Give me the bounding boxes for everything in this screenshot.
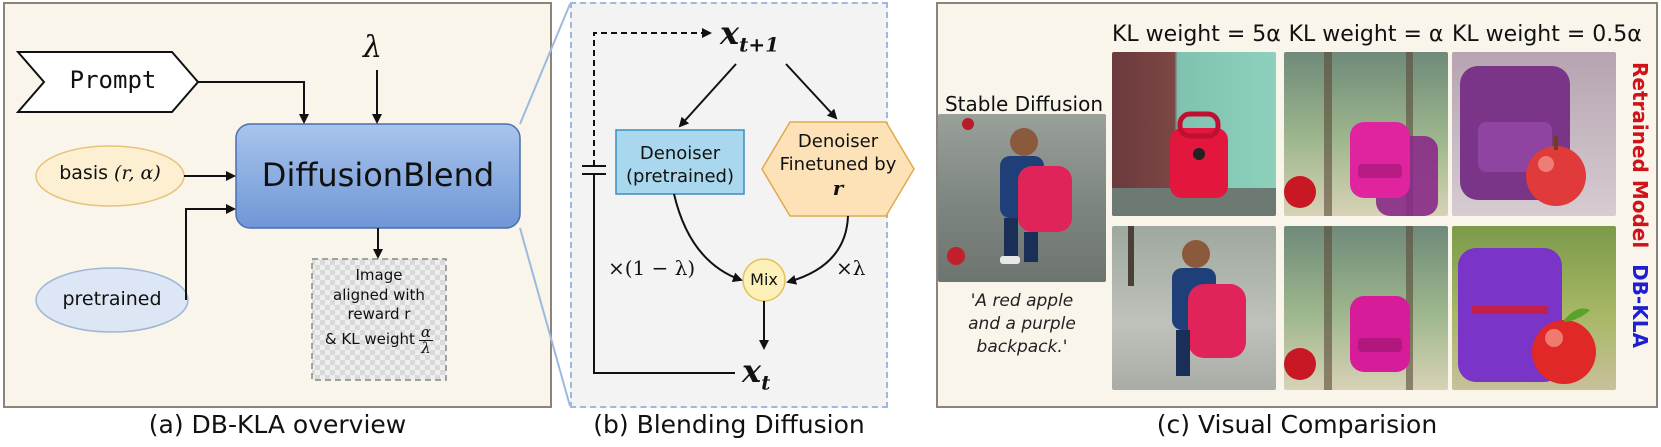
denoiser-pretrained-box xyxy=(615,129,745,195)
dbkla-5a-image xyxy=(1112,226,1276,390)
basis-label: basis (r, α) xyxy=(40,162,180,186)
stable-diffusion-image xyxy=(938,114,1106,282)
pretrained-ellipse xyxy=(35,267,189,333)
x-cur-var: x xyxy=(742,352,762,390)
denoiser-ft-line: Denoiser xyxy=(797,131,879,152)
denoiser-ft-line: Finetuned by xyxy=(779,153,897,175)
basis-math: (r, α) xyxy=(114,162,161,184)
retrained-5a-image xyxy=(1112,52,1276,216)
column-header-05a: KL weight = 0.5α xyxy=(1452,22,1642,47)
denoiser-ft-math: r xyxy=(832,176,844,200)
kl-frac-denominator: λ xyxy=(421,338,431,357)
prompt-line: and a purple xyxy=(968,313,1076,334)
kl-frac-numerator: α xyxy=(418,322,434,341)
output-image-caption: Image aligned with reward r & KL weight … xyxy=(312,266,446,356)
weight-right: ×λ xyxy=(836,256,866,280)
mix-label: Mix xyxy=(750,270,778,289)
row-label-db-kla: DB-KLA xyxy=(1628,264,1652,348)
denoiser-finetuned-hexagon xyxy=(761,121,915,217)
x-cur-sub: t xyxy=(761,370,771,395)
output-line: Image xyxy=(355,266,403,284)
retrained-a-image xyxy=(1284,52,1448,216)
prompt-shape xyxy=(15,51,200,113)
retrained-05a-image xyxy=(1452,52,1616,216)
output-line: reward r xyxy=(347,305,411,323)
dbkla-a-image xyxy=(1284,226,1448,390)
output-image-box xyxy=(311,258,447,381)
prompt-label: Prompt xyxy=(69,66,157,94)
output-line: & KL weight xyxy=(324,330,415,349)
denoiser-pre-line: (pretrained) xyxy=(626,165,734,187)
weight-left: ×(1 − λ) xyxy=(608,256,696,280)
prompt-line: backpack.' xyxy=(976,336,1068,357)
prompt-line: 'A red apple xyxy=(970,291,1074,311)
denoiser-finetuned-label: Denoiser Finetuned by r xyxy=(762,131,914,201)
lambda-input: λ xyxy=(363,30,383,65)
basis-text: basis xyxy=(59,162,108,184)
x-next-sub: t+1 xyxy=(739,32,779,57)
dbkla-05a-image xyxy=(1452,226,1616,390)
x-next-var: x xyxy=(720,14,740,52)
diffusion-blend-label: DiffusionBlend xyxy=(261,156,495,194)
denoiser-pretrained-label: Denoiser (pretrained) xyxy=(616,143,744,188)
pretrained-label: pretrained xyxy=(62,288,162,310)
x-cur-label: xt xyxy=(742,352,770,394)
prompt-caption: 'A red apple and a purple backpack.' xyxy=(938,290,1106,359)
caption-a: (a) DB-KLA overview xyxy=(148,410,407,439)
stable-diffusion-label: Stable Diffusion xyxy=(944,92,1103,116)
output-line: aligned with xyxy=(333,285,425,304)
row-label-retrained-model: Retrained Model xyxy=(1628,62,1652,249)
caption-b: (b) Blending Diffusion xyxy=(593,410,865,439)
denoiser-pre-line: Denoiser xyxy=(639,143,721,164)
x-next-label: xt+1 xyxy=(720,14,779,56)
column-header-5a: KL weight = 5α xyxy=(1112,22,1281,47)
caption-c: (c) Visual Comparision xyxy=(1156,410,1438,439)
column-header-a: KL weight = α xyxy=(1288,22,1444,47)
